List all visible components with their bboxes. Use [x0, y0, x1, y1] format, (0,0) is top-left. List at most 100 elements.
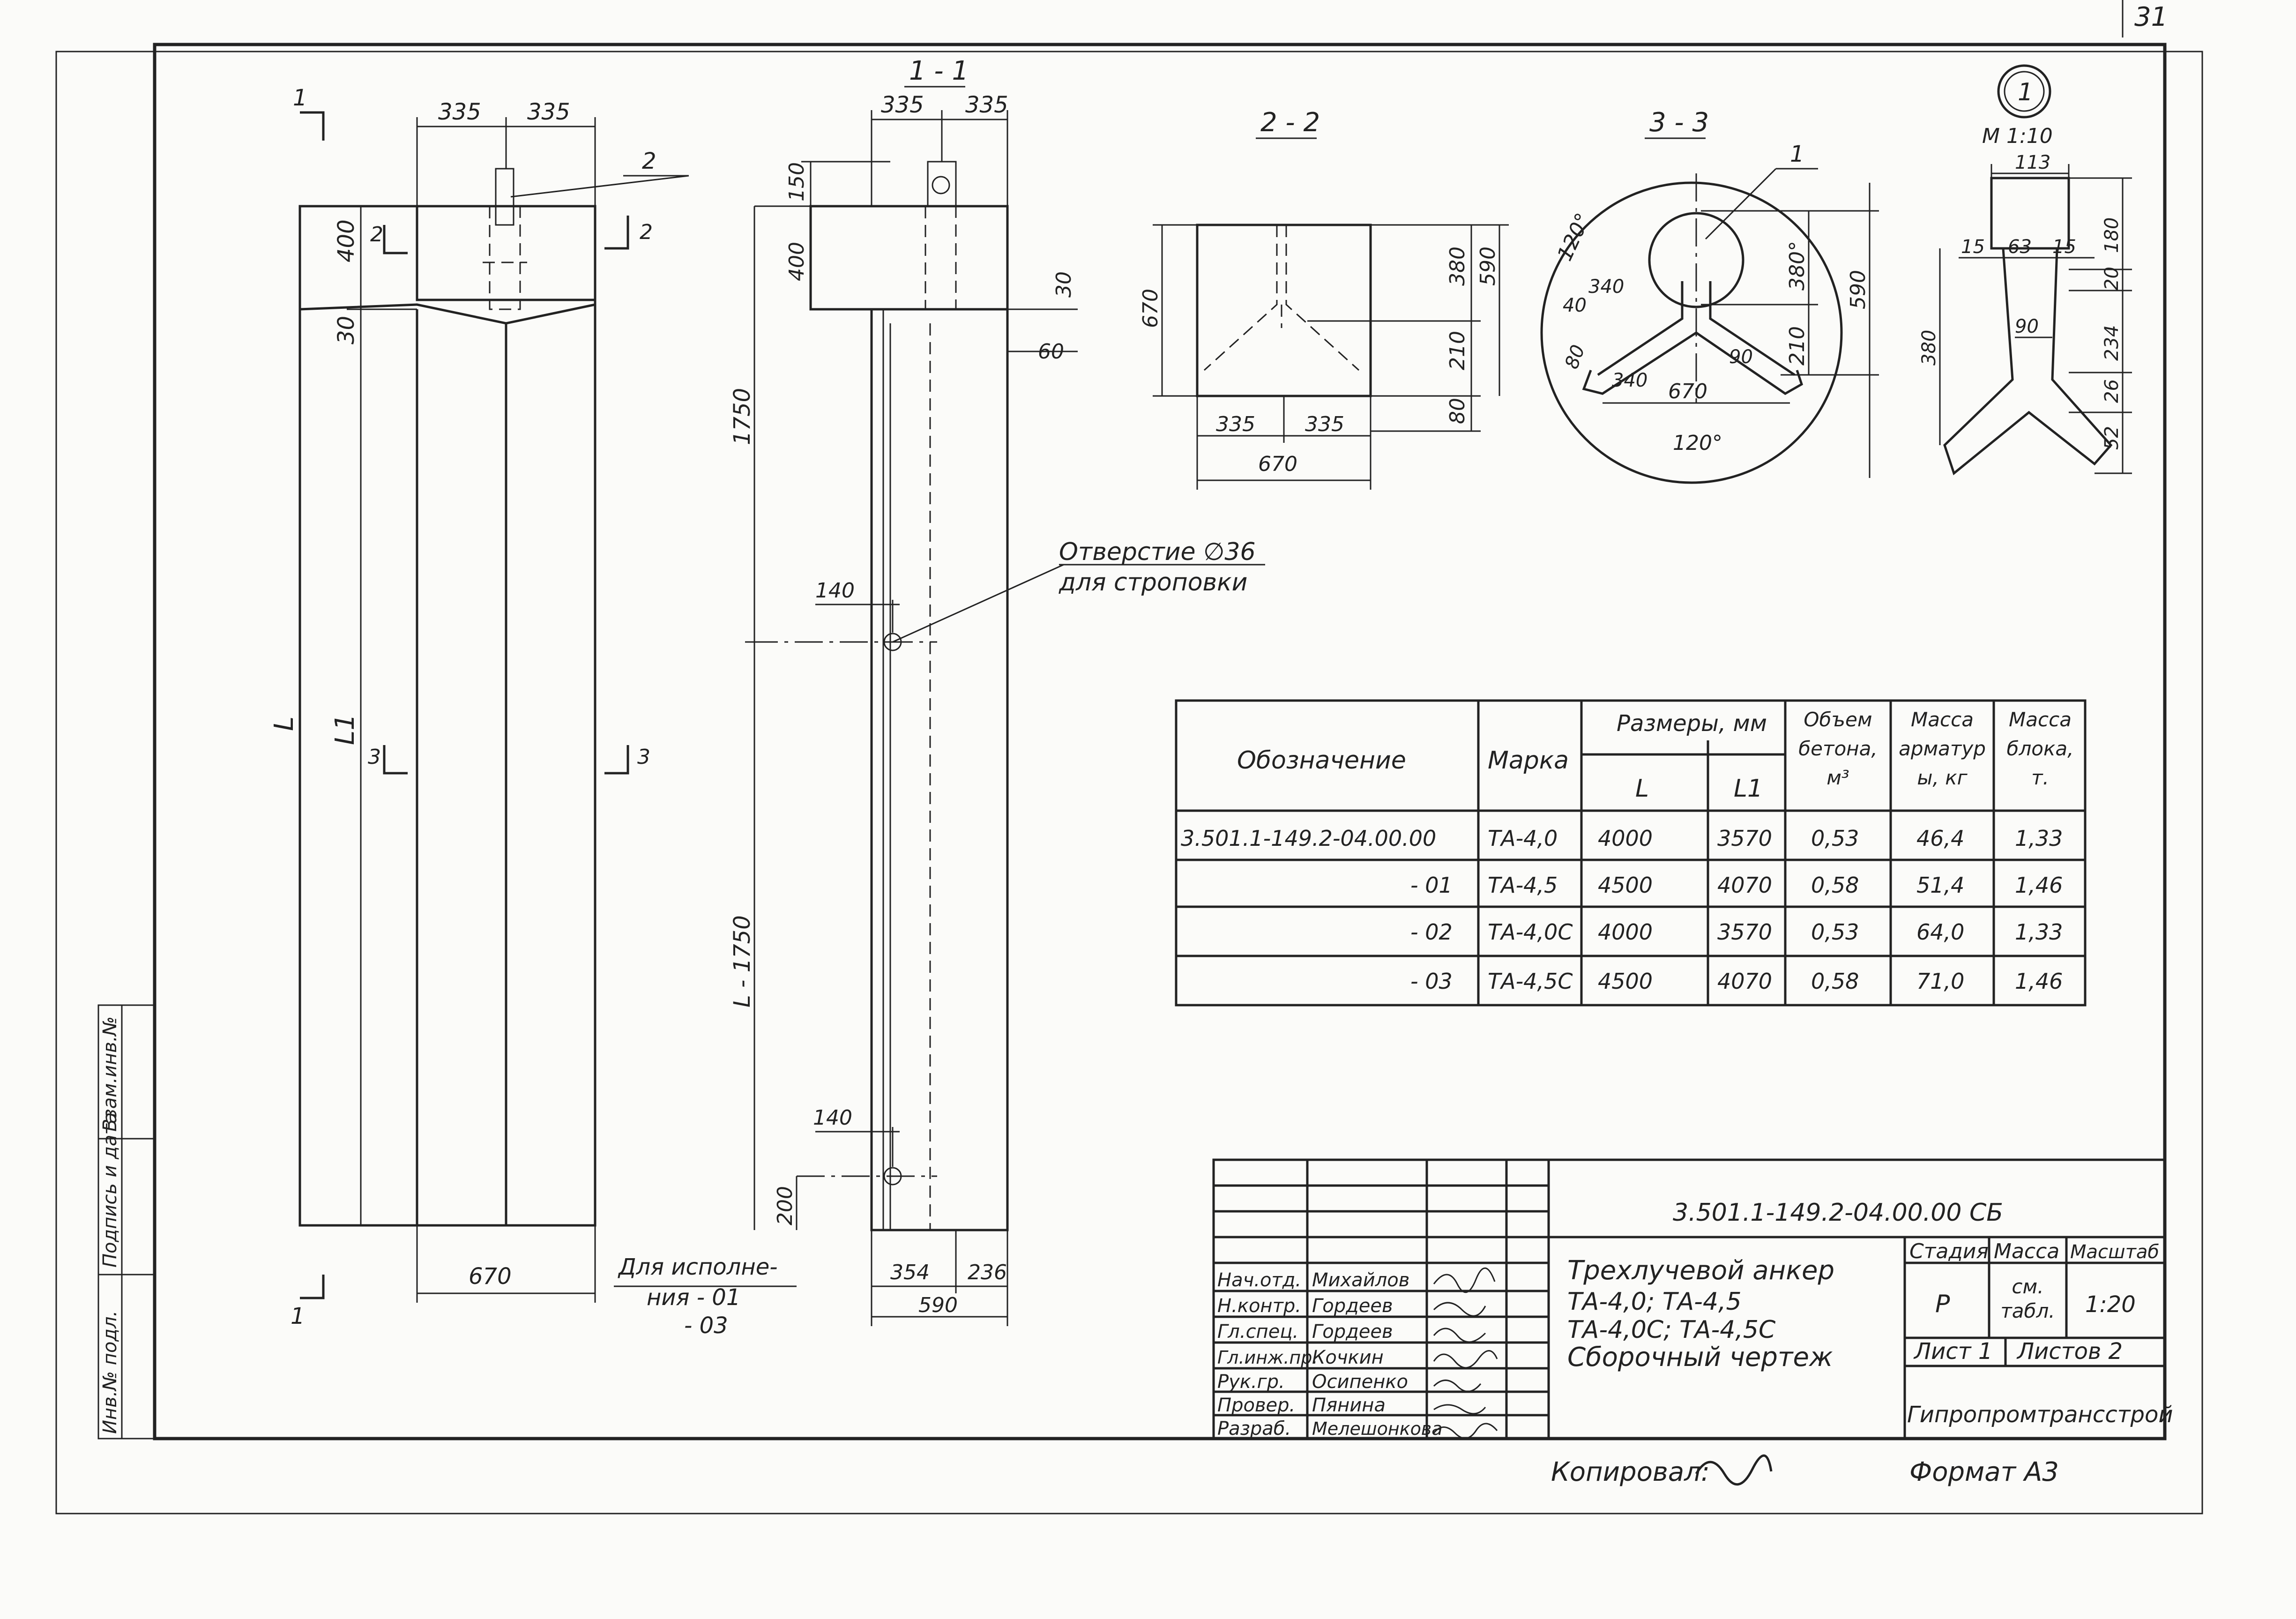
- s22-dim-335a: 335: [1216, 412, 1255, 436]
- detail-dim-15a: 15: [1961, 236, 1985, 258]
- s11-dim-400: 400: [785, 242, 809, 281]
- title-stage-label: Стадия: [1909, 1239, 1989, 1263]
- signature-role: Н.контр.: [1217, 1295, 1301, 1317]
- spec-row-rebar-mass: 46,4: [1916, 826, 1964, 851]
- title-doc-code: 3.501.1-149.2-04.00.00 СБ: [1673, 1199, 2003, 1227]
- title-scale-value: 1:20: [2085, 1291, 2136, 1318]
- main-note-line2: ния - 01: [647, 1284, 740, 1311]
- s11-dim-150: 150: [785, 162, 809, 201]
- main-dim-L: L: [269, 716, 299, 731]
- detail-1-view: 1 М 1:10 113 15 63 15 90 380 180 20 234 …: [1918, 64, 2132, 476]
- detail-dim-52: 52: [2101, 426, 2123, 450]
- side-stamp-inv: Инв.№ подл.: [99, 1311, 121, 1434]
- spec-row-mark: ТА-4,0С: [1488, 919, 1573, 945]
- main-callout-2: 2: [642, 148, 656, 174]
- spec-row-block-mass: 1,46: [2015, 969, 2063, 994]
- title-mass-label: Масса: [1994, 1239, 2059, 1263]
- title-organization: Гипропромтрансстрой: [1907, 1402, 2173, 1428]
- s22-dim-80: 80: [1446, 398, 1469, 424]
- side-stamp-replace: Взам.инв.№: [99, 1016, 121, 1132]
- format-label: Формат А3: [1909, 1457, 2059, 1487]
- spec-header-rebar-mass: Масса арматуры, кг: [1899, 708, 1986, 789]
- s22-dim-590: 590: [1476, 246, 1500, 286]
- signature-row: Нач.отд. Михайлов: [1217, 1269, 1409, 1291]
- signature-name: Гордеев: [1312, 1295, 1393, 1317]
- spec-row-3: - 03 ТА-4,5С 4500 4070 0,58 71,0 1,46: [1410, 969, 2063, 994]
- spec-row-volume: 0,53: [1811, 826, 1859, 851]
- spec-row-block-mass: 1,33: [2015, 919, 2063, 945]
- copied-by-label: Копировал:: [1551, 1457, 1710, 1487]
- page-number: 31: [2134, 2, 2168, 32]
- title-scale-label: Масштаб: [2070, 1241, 2159, 1263]
- spec-row-L: 4500: [1598, 873, 1653, 898]
- signature-role: Разраб.: [1217, 1418, 1291, 1440]
- s33-dim-80: 80: [1561, 342, 1589, 372]
- s11-dim-335a: 335: [881, 92, 924, 118]
- signature-row: Разраб. Мелешонкова: [1217, 1418, 1443, 1440]
- main-section-1-top: 1: [293, 85, 307, 111]
- signature-role: Нач.отд.: [1217, 1269, 1301, 1291]
- main-dim-L1: L1: [330, 714, 360, 745]
- s11-dim-200: 200: [773, 1186, 797, 1225]
- title-stage-value: Р: [1935, 1290, 1950, 1318]
- spec-row-rebar-mass: 64,0: [1916, 919, 1964, 945]
- spec-row-L: 4000: [1598, 826, 1653, 851]
- spec-row-mark: ТА-4,5С: [1488, 969, 1573, 994]
- spec-row-0: 3.501.1-149.2-04.00.00 ТА-4,0 4000 3570 …: [1181, 826, 2063, 851]
- spec-row-designation: - 03: [1410, 969, 1453, 994]
- signature-marks: [1433, 1267, 1498, 1439]
- detail-dim-90: 90: [2015, 316, 2039, 337]
- detail-scale: М 1:10: [1982, 124, 2053, 148]
- title-sheet-label: Лист 1: [1913, 1338, 1992, 1365]
- signature-row: Провер. Пянина: [1217, 1395, 1386, 1416]
- spec-header-block-mass: Масса блока, т.: [2006, 708, 2074, 789]
- signature-name: Мелешонкова: [1312, 1418, 1443, 1439]
- signature-role: Гл.инж.пр.: [1217, 1347, 1318, 1368]
- s11-dim-30: 30: [1052, 271, 1076, 298]
- main-dim-400: 400: [333, 219, 359, 262]
- bottom-notes: Копировал: Формат А3: [1551, 1454, 2059, 1487]
- side-stamp-sign: Подпись и дата: [99, 1112, 121, 1268]
- s22-dim-380: 380: [1446, 246, 1469, 286]
- spec-header-sizes: Размеры, мм: [1617, 710, 1767, 737]
- spec-table: Обозначение Марка Размеры, мм L L1 Объем…: [1175, 699, 2087, 1007]
- s22-dim-670: 670: [1139, 289, 1163, 328]
- side-stamp: Инв.№ подл. Подпись и дата Взам.инв.№: [97, 1004, 156, 1440]
- spec-row-rebar-mass: 51,4: [1916, 873, 1964, 898]
- section-1-1-title: 1 - 1: [909, 56, 969, 86]
- s33-angle-bottom: 120°: [1673, 431, 1722, 455]
- detail-dim-234: 234: [2101, 325, 2123, 361]
- s11-dim-140a: 140: [815, 579, 855, 603]
- main-section-3-right: 3: [637, 745, 650, 769]
- detail-dim-26: 26: [2101, 379, 2123, 403]
- detail-dim-63: 63: [2008, 236, 2032, 258]
- main-dim-335a: 335: [438, 99, 481, 125]
- title-name-line1: Трехлучевой анкер: [1567, 1255, 1834, 1286]
- s11-hole-note-line2: для строповки: [1059, 568, 1247, 597]
- spec-header-L: L: [1635, 775, 1649, 803]
- title-name-line3: ТА-4,0С; ТА-4,5С: [1567, 1316, 1776, 1344]
- section-3-3-title: 3 - 3: [1649, 107, 1709, 138]
- signature-row: Рук.гр. Осипенко: [1217, 1371, 1408, 1393]
- s11-dim-1750: 1750: [729, 388, 755, 445]
- spec-row-volume: 0,53: [1811, 919, 1859, 945]
- s11-dim-590: 590: [918, 1293, 958, 1317]
- spec-header-mark: Марка: [1488, 746, 1569, 775]
- main-dim-670: 670: [469, 1263, 512, 1290]
- main-note-line1: Для исполне-: [618, 1254, 778, 1280]
- s11-dim-60: 60: [1038, 340, 1064, 364]
- s22-dim-335b: 335: [1305, 412, 1344, 436]
- s11-dim-335b: 335: [965, 92, 1008, 118]
- spec-row-block-mass: 1,33: [2015, 826, 2063, 851]
- title-sheets-label: Листов 2: [2016, 1338, 2123, 1365]
- signature-role: Провер.: [1217, 1395, 1295, 1416]
- main-section-1-bottom: 1: [291, 1303, 305, 1329]
- spec-row-L1: 3570: [1717, 919, 1772, 945]
- main-section-3-left: 3: [368, 745, 381, 769]
- detail-dim-113: 113: [2015, 152, 2050, 173]
- s11-dim-236: 236: [968, 1261, 1007, 1284]
- signature-row: Н.контр. Гордеев: [1217, 1295, 1393, 1317]
- detail-dim-380: 380: [1918, 330, 1940, 366]
